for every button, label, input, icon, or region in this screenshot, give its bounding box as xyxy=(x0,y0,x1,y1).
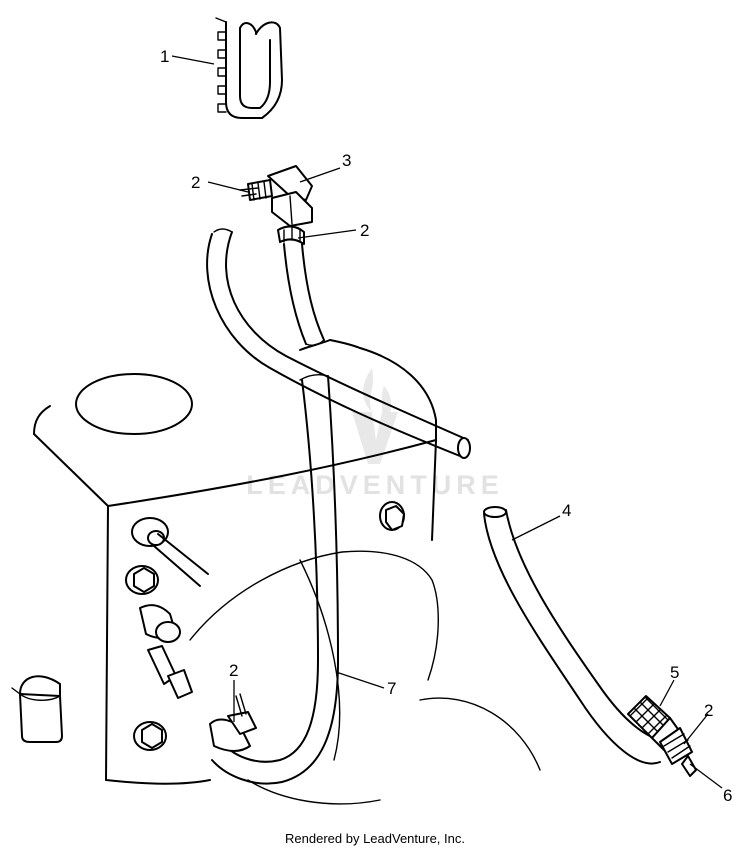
side-bracket xyxy=(11,675,63,743)
watermark-flame-icon xyxy=(352,368,398,464)
watermark: LEADVENTURE xyxy=(246,368,499,500)
callout-labels: 1 2 3 2 4 5 2 6 2 7 xyxy=(160,47,732,805)
tank-fittings xyxy=(125,501,405,751)
callout-part-7: 7 xyxy=(387,679,396,698)
part-7-hose xyxy=(209,373,339,785)
hose-from-elbow xyxy=(283,243,325,347)
part-4-hose xyxy=(483,506,669,765)
hose-upper-loop xyxy=(206,228,471,459)
part-3-elbow-fitting xyxy=(239,165,313,245)
callout-leaders xyxy=(171,55,723,789)
callout-part-5: 5 xyxy=(670,663,679,682)
callout-part-2: 2 xyxy=(360,221,369,240)
callout-part-6: 6 xyxy=(723,786,732,805)
tank xyxy=(33,339,541,805)
footer-credit: Rendered by LeadVenture, Inc. xyxy=(285,831,465,846)
part-6-fitting xyxy=(659,727,697,777)
callout-part-2: 2 xyxy=(229,661,238,680)
callout-part-1: 1 xyxy=(160,47,169,66)
callout-part-2: 2 xyxy=(191,173,200,192)
part-1-edge-trim xyxy=(215,17,283,119)
callout-part-2: 2 xyxy=(704,701,713,720)
callout-part-3: 3 xyxy=(342,151,351,170)
callout-part-4: 4 xyxy=(562,501,571,520)
